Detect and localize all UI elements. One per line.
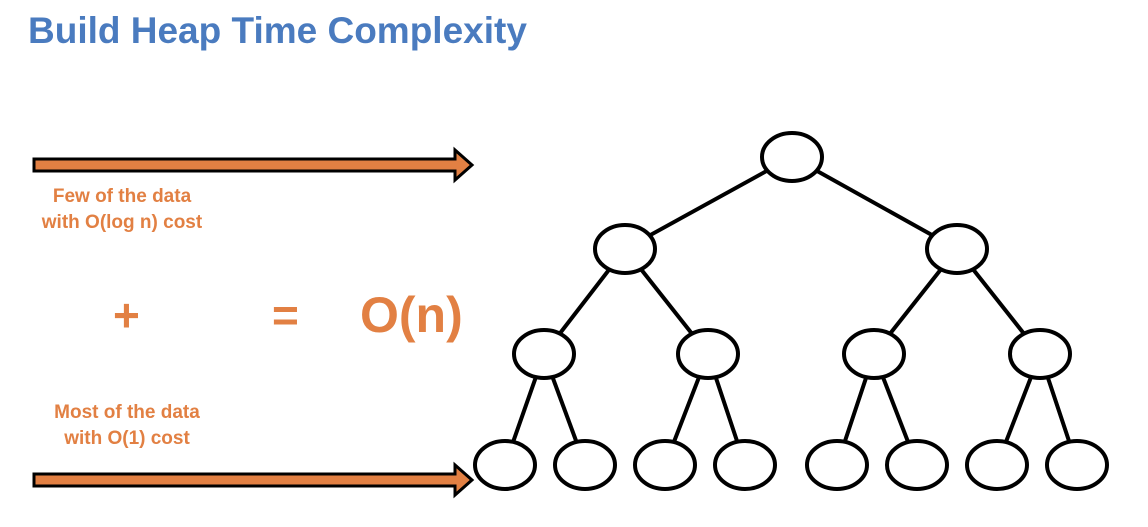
tree-edge: [791, 155, 958, 251]
tree-node: [760, 131, 824, 183]
tree-node: [713, 439, 777, 491]
tree-edge: [624, 155, 793, 251]
tree-node: [885, 439, 949, 491]
bottom-label-line1: Most of the data: [54, 402, 200, 423]
tree-node: [1045, 439, 1109, 491]
tree-nodes: [473, 131, 1109, 491]
tree-node: [553, 439, 617, 491]
tree-node: [676, 328, 740, 380]
tree-node: [805, 439, 869, 491]
top-arrow-label: Few of the data with O(log n) cost: [22, 184, 222, 236]
tree-node: [1008, 328, 1072, 380]
tree-node: [925, 223, 989, 275]
tree-node: [842, 328, 906, 380]
top-label-line1: Few of the data: [52, 186, 192, 207]
top-label-line2: with O(log n) cost: [41, 212, 203, 233]
tree-node: [633, 439, 697, 491]
slide-title: Build Heap Time Complexity: [28, 10, 527, 51]
tree-node: [593, 223, 657, 275]
complexity-result: O(n): [360, 287, 463, 343]
plus-sign: +: [113, 289, 140, 341]
bottom-label-line2: with O(1) cost: [64, 428, 190, 449]
top-arrow: [32, 146, 475, 184]
bottom-arrow: [32, 461, 475, 499]
tree-node: [473, 439, 537, 491]
tree-node: [965, 439, 1029, 491]
equals-sign: =: [272, 289, 299, 341]
bottom-arrow-label: Most of the data with O(1) cost: [32, 400, 222, 452]
tree-node: [512, 328, 576, 380]
tree-edges: [503, 155, 1079, 466]
